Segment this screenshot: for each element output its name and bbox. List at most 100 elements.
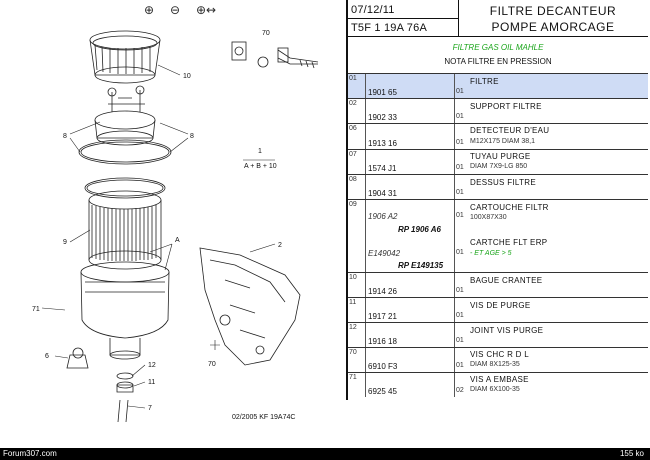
zoom-fit-icon[interactable]: ⊕↔ <box>195 3 217 17</box>
part-row-71[interactable]: 71 6925 45 02 VIS A EMBASE DIAM 6X100-35 <box>348 372 648 397</box>
part-qty-alt: 01 <box>456 249 464 256</box>
part-code: 6910 F3 <box>368 362 398 371</box>
part-desc: SUPPORT FILTRE <box>470 102 542 111</box>
part-qty: 01 <box>456 312 464 319</box>
part-desc: VIS A EMBASE <box>470 375 529 384</box>
part-row-10[interactable]: 10 1914 26 01 BAGUE CRANTEE <box>348 272 648 297</box>
callout-8-left: 8 <box>63 133 67 140</box>
part-qty: 01 <box>456 139 464 146</box>
zoom-out-icon[interactable]: ⊖ <box>169 3 181 17</box>
part-desc: VIS CHC R D L <box>470 350 530 359</box>
status-bar: Forum307.com 155 ko <box>0 448 650 460</box>
part-desc: DETECTEUR D'EAU <box>470 126 550 135</box>
part-code: 1913 16 <box>368 139 397 148</box>
part-detail: M12X175 DIAM 38,1 <box>470 138 535 145</box>
part-row-11[interactable]: 11 1917 21 01 VIS DE PURGE <box>348 297 648 322</box>
part-code-rp: RP 1906 A6 <box>398 225 441 234</box>
callout-9: 9 <box>63 239 67 246</box>
header-box: 07/12/11 T5F 1 19A 76A FILTRE DECANTEUR … <box>348 0 648 37</box>
part-detail: 100X87X30 <box>470 214 507 221</box>
part-row-09[interactable]: 09 1906 A2 RP 1906 A6 01 CARTOUCHE FILTR… <box>348 199 648 272</box>
part-qty: 01 <box>456 287 464 294</box>
part-row-06[interactable]: 06 1913 16 01 DETECTEUR D'EAU M12X175 DI… <box>348 123 648 149</box>
zoom-in-icon[interactable]: ⊕ <box>143 3 155 17</box>
header-date: 07/12/11 <box>351 4 395 16</box>
part-code: 6925 45 <box>368 387 397 396</box>
header-title-line1: FILTRE DECANTEUR <box>489 4 617 18</box>
callout-11: 11 <box>148 379 155 386</box>
filter-assembly-drawing <box>66 30 319 423</box>
part-code: 1902 33 <box>368 113 397 122</box>
exploded-diagram: 10 8 8 9 1 A + B + 10 A 2 71 6 12 11 7 7… <box>32 30 319 423</box>
part-index: 07 <box>349 151 357 158</box>
part-row-08[interactable]: 08 1904 31 01 DESSUS FILTRE <box>348 174 648 199</box>
part-qty: 02 <box>456 387 464 394</box>
part-index: 71 <box>349 374 357 381</box>
part-detail-alt: - ET AGE > 5 <box>470 250 512 257</box>
part-qty: 01 <box>456 113 464 120</box>
part-row-02[interactable]: 02 1902 33 01 SUPPORT FILTRE <box>348 98 648 123</box>
part-index: 10 <box>349 274 357 281</box>
callout-6: 6 <box>45 353 49 360</box>
part-code: 1914 26 <box>368 287 397 296</box>
part-qty: 01 <box>456 189 464 196</box>
part-index: 06 <box>349 125 357 132</box>
subtitle-green: FILTRE GAS OIL MAHLE <box>452 43 544 52</box>
part-desc: TUYAU PURGE <box>470 152 531 161</box>
part-desc: BAGUE CRANTEE <box>470 276 543 285</box>
part-desc: FILTRE <box>470 77 499 86</box>
part-index: 01 <box>349 75 357 82</box>
callout-70-inset: 70 <box>262 30 270 37</box>
part-code: 1917 21 <box>368 312 397 321</box>
part-row-70[interactable]: 70 6910 F3 01 VIS CHC R D L DIAM 8X125-3… <box>348 347 648 372</box>
part-code: 1906 A2 <box>368 212 398 221</box>
callout-a: A <box>175 237 180 244</box>
part-qty: 01 <box>456 164 464 171</box>
header-ref: T5F 1 19A 76A <box>351 22 427 34</box>
part-code: 1916 18 <box>368 337 397 346</box>
part-row-01[interactable]: 01 1901 65 01 FILTRE <box>348 73 648 98</box>
part-row-12[interactable]: 12 1916 18 01 JOINT VIS PURGE <box>348 322 648 347</box>
callout-a-b-10: A + B + 10 <box>244 163 277 170</box>
part-detail: DIAM 6X100-35 <box>470 386 520 393</box>
part-index: 02 <box>349 100 357 107</box>
callout-71: 71 <box>32 306 40 313</box>
part-desc: DESSUS FILTRE <box>470 178 536 187</box>
part-desc: JOINT VIS PURGE <box>470 326 544 335</box>
part-qty: 01 <box>456 362 464 369</box>
leader-lines <box>41 64 276 409</box>
part-qty: 01 <box>456 337 464 344</box>
part-qty: 01 <box>456 212 464 219</box>
site-watermark: Forum307.com <box>3 449 57 458</box>
part-code: 1574 J1 <box>368 164 397 173</box>
part-index: 09 <box>349 201 357 208</box>
part-desc: CARTOUCHE FILTR <box>470 203 549 212</box>
panel-divider <box>346 0 348 400</box>
diagram-callouts: 10 8 8 9 1 A + B + 10 A 2 71 6 12 11 7 7… <box>32 30 295 421</box>
callout-8-right: 8 <box>190 133 194 140</box>
part-code-alt-rp: RP E149135 <box>398 261 444 270</box>
callout-70-lower: 70 <box>208 361 216 368</box>
callout-1: 1 <box>258 148 262 155</box>
part-desc: VIS DE PURGE <box>470 301 531 310</box>
callout-12: 12 <box>148 362 156 369</box>
callout-10: 10 <box>183 73 191 80</box>
part-row-07[interactable]: 07 1574 J1 01 TUYAU PURGE DIAM 7X9-LG 85… <box>348 149 648 174</box>
part-qty: 01 <box>456 88 464 95</box>
callout-2: 2 <box>278 242 282 249</box>
part-code-alt: E149042 <box>368 249 401 258</box>
part-index: 12 <box>349 324 357 331</box>
part-code: 1901 65 <box>368 88 397 97</box>
diagram-footer-ref: 02/2005 KF 19A74C <box>232 414 295 421</box>
part-detail: DIAM 7X9-LG 850 <box>470 163 528 170</box>
toolbar: ⊕ ⊖ ⊕↔ <box>0 0 345 20</box>
part-desc-alt: CARTCHE FLT ERP <box>470 238 548 247</box>
subtitle-black: NOTA FILTRE EN PRESSION <box>444 57 552 66</box>
header-title-line2: POMPE AMORCAGE <box>491 20 615 34</box>
part-detail: DIAM 8X125-35 <box>470 361 520 368</box>
part-index: 70 <box>349 349 357 356</box>
file-size: 155 ko <box>619 449 644 458</box>
part-code: 1904 31 <box>368 189 397 198</box>
callout-7: 7 <box>148 405 152 412</box>
part-index: 08 <box>349 176 357 183</box>
